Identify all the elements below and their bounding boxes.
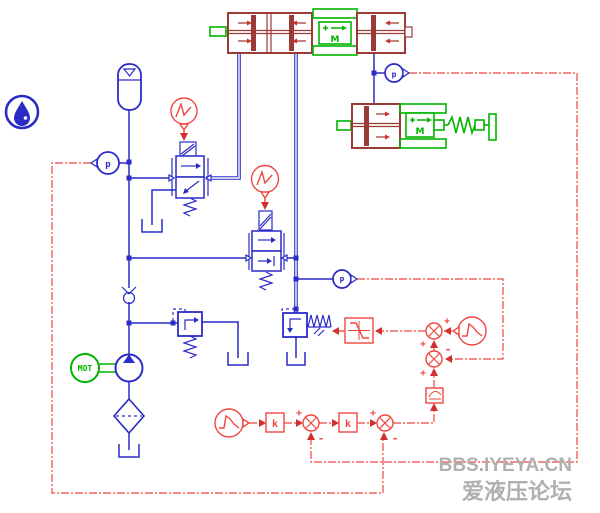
spring [182,335,198,359]
watermark: BBS.IYEYA.CN 爱液压论坛 [439,455,572,504]
gas-accumulator[interactable] [117,63,142,111]
mass-label: M [416,127,425,137]
saturation-block[interactable] [344,317,374,344]
flow-arrows-right [385,20,399,44]
junction-dots [126,70,377,326]
mass-label: M [331,35,340,45]
flow-arrows [238,20,306,44]
waveform [462,322,483,337]
flow-arrows [376,111,390,140]
signal-source-valve-2[interactable] [250,164,280,200]
mass-velocity-icon [323,25,347,31]
source-output-port [259,191,271,200]
pilot-relief-valve[interactable] [172,308,203,359]
gas-symbol [122,68,137,77]
spring [182,197,198,217]
rod-end-port [209,26,227,37]
proportional-directional-valve-2[interactable] [245,210,288,291]
proportional-solenoid [307,314,332,337]
sensor-output-port [402,67,411,79]
rod-end-port [336,120,352,131]
sign-plus: + [420,339,426,350]
waveform [219,414,240,429]
summing-junction-b[interactable]: - + [420,343,451,379]
hydraulic-pump[interactable] [114,353,144,383]
mass-guide-top [399,103,447,114]
spring [258,271,274,291]
mass-guide-bottom [399,138,447,149]
check-valve[interactable] [121,284,137,305]
watermark-line1: BBS.IYEYA.CN [439,455,572,476]
source-output-port [178,123,190,132]
mass-guide-top [312,8,358,19]
signal-source-reference[interactable] [451,316,487,346]
tank-under-filter [118,444,140,458]
wall [488,113,497,141]
pump-flow-triangle [123,354,135,363]
sign-plus: + [296,408,302,419]
sign-minus: - [318,432,325,445]
sensor-label: P [340,276,345,285]
electric-motor[interactable]: MOT [70,353,116,383]
hydraulic-lines[interactable] [119,53,385,450]
motor-label: MOT [78,364,93,373]
spring [447,114,476,136]
gain-label: k [345,419,351,430]
signal-arrowheads [180,133,452,440]
mass-guide-bottom [312,45,358,56]
sign-plus: + [444,316,450,327]
waveform [175,101,192,118]
gain-block-2[interactable]: k [338,412,358,433]
summing-junction-1[interactable]: + - [296,408,324,445]
pressure-sensor-mid[interactable]: P [332,269,359,289]
sign-minus: - [445,343,452,356]
tank-relief [227,352,249,366]
sensor-output-port [350,273,359,285]
port-left [168,173,176,183]
gain-block-1[interactable]: k [265,412,285,433]
filter[interactable] [112,397,146,435]
tandem-cylinder-with-mass[interactable]: M [209,8,413,56]
tank-prop-valve [286,352,306,366]
function-block[interactable] [425,387,444,404]
pressure-sensor-top-right[interactable]: p [384,63,411,83]
drop-icon [14,101,30,126]
shaft [99,363,116,373]
mass-velocity-icon [410,117,432,123]
gain-label: k [272,419,278,430]
saturation-curve [350,322,369,339]
pressure-sensor-left[interactable]: p [89,151,120,175]
signal-source-valve-1[interactable] [170,97,198,132]
source-output-port [242,417,251,429]
proportional-pressure-valve[interactable] [281,308,332,338]
tanks[interactable] [118,219,306,458]
port-right [204,173,212,183]
port-left [245,253,253,263]
sensor-label: p [392,70,397,79]
function-curve [428,391,442,400]
port-right [280,253,288,263]
mass-block [405,112,435,138]
summing-junction-2[interactable]: + - [370,408,398,445]
sign-minus: - [392,432,399,445]
cylinder-mass-spring-wall[interactable]: M [336,103,497,149]
source-output-port [451,325,460,337]
sensor-output-port [89,157,98,169]
watermark-line2: 爱液压论坛 [462,479,572,504]
sign-plus: + [370,408,376,419]
sensor-label: p [105,160,111,170]
signal-source-command[interactable] [214,408,251,438]
summing-junction-a[interactable]: + + [420,316,450,350]
sign-plus: + [420,368,426,379]
proportional-directional-valve-1[interactable] [168,141,212,217]
fluid-properties-icon[interactable] [4,94,40,130]
tank-under-valve-1 [141,219,163,233]
waveform [256,169,273,186]
